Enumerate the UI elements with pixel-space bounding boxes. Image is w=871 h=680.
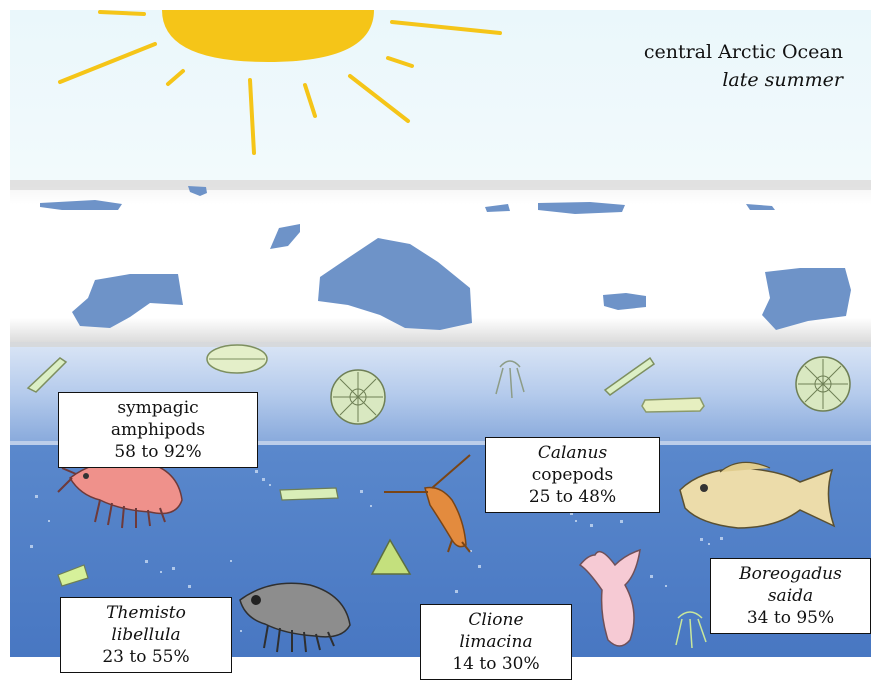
diatom-centric-icon (796, 357, 850, 411)
diatom-centric-icon (331, 370, 385, 424)
label-range: 58 to 92% (69, 441, 247, 463)
label-themisto-libellula: Themisto libellula 23 to 55% (60, 597, 232, 673)
label-name: Themisto libellula (71, 602, 221, 646)
label-name-rest: copepods (532, 465, 613, 485)
region-title: central Arctic Ocean (644, 38, 843, 66)
diatom-oval-icon (207, 345, 267, 373)
label-name: sympagic amphipods (69, 397, 247, 441)
label-sympagic-amphipods: sympagic amphipods 58 to 92% (58, 392, 258, 468)
diatom-chain-icon (642, 398, 704, 412)
label-boreogadus-saida: Boreogadus saida 34 to 95% (710, 558, 871, 634)
scene-title: central Arctic Ocean late summer (644, 38, 843, 94)
season-subtitle: late summer (644, 66, 843, 94)
label-calanus-copepods: Calanus copepods 25 to 48% (485, 437, 660, 513)
label-range: 14 to 30% (431, 653, 561, 675)
diatom-chain-icon (280, 488, 338, 500)
label-range: 34 to 95% (721, 607, 860, 629)
label-clione-limacina: Clione limacina 14 to 30% (420, 604, 572, 680)
label-name: Clione limacina (431, 609, 561, 653)
sky-background (10, 10, 871, 180)
label-range: 23 to 55% (71, 646, 221, 668)
label-name: Boreogadus saida (721, 563, 860, 607)
label-range: 25 to 48% (496, 486, 649, 508)
label-name: Calanus copepods (496, 442, 649, 486)
label-name-italic: Calanus (538, 443, 607, 463)
